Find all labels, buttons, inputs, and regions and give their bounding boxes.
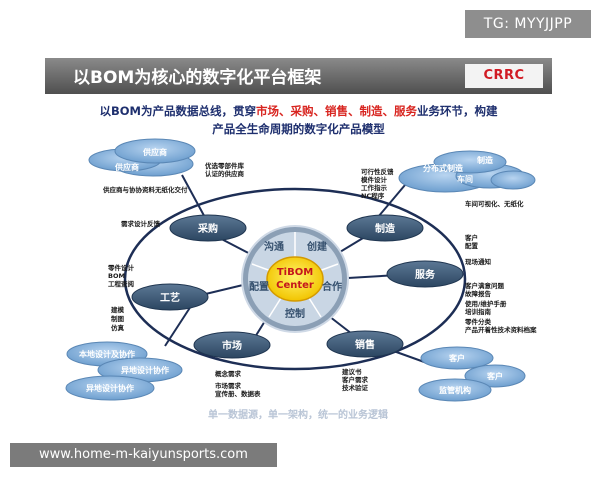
slide: 以BOM为核心的数字化平台框架 CRRC 以BOM为产品数据总线，贯穿市场、采购…: [45, 58, 552, 428]
design-label-2: 异地设计协作: [121, 365, 169, 375]
supplier-label-2: 供应商: [114, 162, 139, 172]
manufacture-label-3: 制造: [477, 155, 493, 165]
ring-word-configure: 配置: [249, 281, 269, 293]
regulator-label: 监管机构: [439, 385, 471, 395]
customer-label-1: 客户: [448, 353, 465, 363]
top-watermark: TG: MYYJJPP: [465, 10, 591, 38]
note-supplier-right-2: 认证的供应商: [205, 169, 245, 178]
note-service-right-3: 使用/维护手册: [464, 299, 507, 308]
node-service: 服务: [386, 260, 464, 288]
logo-text: CRRC: [483, 68, 525, 83]
node-manufacture: 制造: [346, 214, 424, 242]
note-process-bottom-3: 仿真: [111, 323, 125, 332]
note-service-top-1: 客户: [464, 233, 478, 242]
intro-text: 以BOM为产品数据总线，贯穿市场、采购、销售、制造、服务业务环节，构建 产品全生…: [45, 102, 552, 138]
note-manufacture-left-4: NC程序: [361, 191, 385, 200]
node-sales-label: 销售: [355, 338, 375, 351]
ring-word-communicate: 沟通: [264, 240, 284, 253]
note-manufacture-right: 车间可视化、无纸化: [465, 199, 524, 208]
node-market-label: 市场: [222, 339, 242, 352]
note-process-bottom-1: 建模: [110, 305, 125, 314]
design-cluster: 本地设计及协作 异地设计协作 异地设计协作: [65, 341, 183, 401]
title-banner: 以BOM为核心的数字化平台框架 CRRC: [45, 58, 552, 94]
design-label-1: 本地设计及协作: [78, 349, 135, 359]
node-process: 工艺: [131, 283, 209, 311]
note-service-right-5: 零件分类: [464, 317, 492, 326]
note-sales-2: 客户需求: [341, 375, 369, 384]
supplier-cluster: 供应商 供应商: [88, 138, 196, 177]
intro-line-2: 产品全生命周期的数字化产品模型: [212, 122, 385, 136]
note-process-left-2: BOM: [108, 272, 125, 280]
node-manufacture-label: 制造: [375, 222, 396, 235]
customer-cluster: 客户 客户 监管机构: [418, 346, 526, 402]
note-supplier-bottom: 供应商与协协资料无纸化交付: [102, 185, 188, 194]
note-manufacture-left-2: 模件设计: [361, 175, 388, 184]
center-subtitle: Center: [276, 280, 314, 291]
node-market: 市场: [193, 331, 271, 359]
note-service-top-4: 现场通知: [465, 257, 492, 266]
design-label-3: 异地设计协作: [86, 383, 134, 393]
intro-highlight: 市场、采购、销售、制造、服务: [255, 104, 417, 118]
note-service-right-2: 故障报告: [465, 289, 492, 298]
ring-dividers: [251, 232, 339, 318]
manufacture-label-2: 车间: [457, 174, 473, 184]
note-sales-1: 建议书: [341, 367, 362, 376]
ring-word-cooperate: 合作: [321, 280, 342, 293]
node-purchase-label: 采购: [197, 222, 218, 235]
annotations: 优选零部件库 认证的供应商 供应商与协协资料无纸化交付 需求设计反馈 可行性反馈…: [102, 161, 537, 398]
note-manufacture-left-3: 工作指示: [361, 183, 388, 192]
note-service-top-2: 配置: [465, 241, 479, 250]
note-process-left-3: 工程查阅: [108, 279, 135, 288]
crrc-logo: CRRC: [465, 64, 543, 88]
note-process-left-1: 零件设计: [107, 263, 135, 272]
node-process-label: 工艺: [160, 291, 180, 304]
intro-line-1: 以BOM为产品数据总线，贯穿市场、采购、销售、制造、服务业务环节，构建: [45, 102, 552, 120]
node-service-label: 服务: [415, 268, 436, 281]
intro-part-1: 以BOM为产品数据总线，贯穿: [99, 104, 256, 118]
note-supplier-right-1: 优选零部件库: [205, 161, 245, 170]
note-service-right-6: 产品开着性技术资料档案: [465, 325, 537, 334]
customer-label-2: 客户: [486, 371, 503, 381]
bom-framework-diagram: TiBOM Center 沟通 创建 配置 合作 控制 采购 制造 服务 工艺 …: [65, 138, 537, 421]
slide-title: 以BOM为核心的数字化平台框架: [73, 68, 322, 88]
note-market-1: 概念需求: [215, 369, 242, 378]
note-sales-3: 技术验证: [342, 383, 369, 392]
manufacture-cluster: 分布式制造 车间 制造: [398, 150, 536, 193]
note-service-right-4: 培训指南: [465, 307, 492, 316]
intro-part-2: 业务环节，构建: [416, 104, 498, 118]
footer-slogan: 单一数据源，单一架构，统一的业务逻辑: [208, 408, 388, 421]
note-service-right-1: 客户满意问题: [464, 281, 505, 290]
note-manufacture-left-1: 可行性反馈: [361, 167, 394, 176]
note-market-3: 市场需求: [215, 381, 242, 390]
note-market-4: 宣传册、数据表: [215, 389, 261, 398]
outer-orbit: [123, 187, 467, 371]
ring-word-control: 控制: [285, 307, 305, 320]
node-sales: 销售: [326, 330, 404, 358]
node-purchase: 采购: [169, 214, 247, 242]
bottom-watermark: www.home-m-kaiyunsports.com: [10, 443, 277, 467]
note-purchase-req: 需求设计反馈: [121, 219, 161, 228]
note-process-bottom-2: 制图: [111, 314, 125, 323]
supplier-label-1: 供应商: [142, 147, 167, 157]
manufacture-label-1: 分布式制造: [423, 163, 463, 173]
tibom-center: [266, 256, 324, 302]
ring-word-create: 创建: [306, 240, 328, 253]
center-title: TiBOM: [277, 267, 313, 278]
